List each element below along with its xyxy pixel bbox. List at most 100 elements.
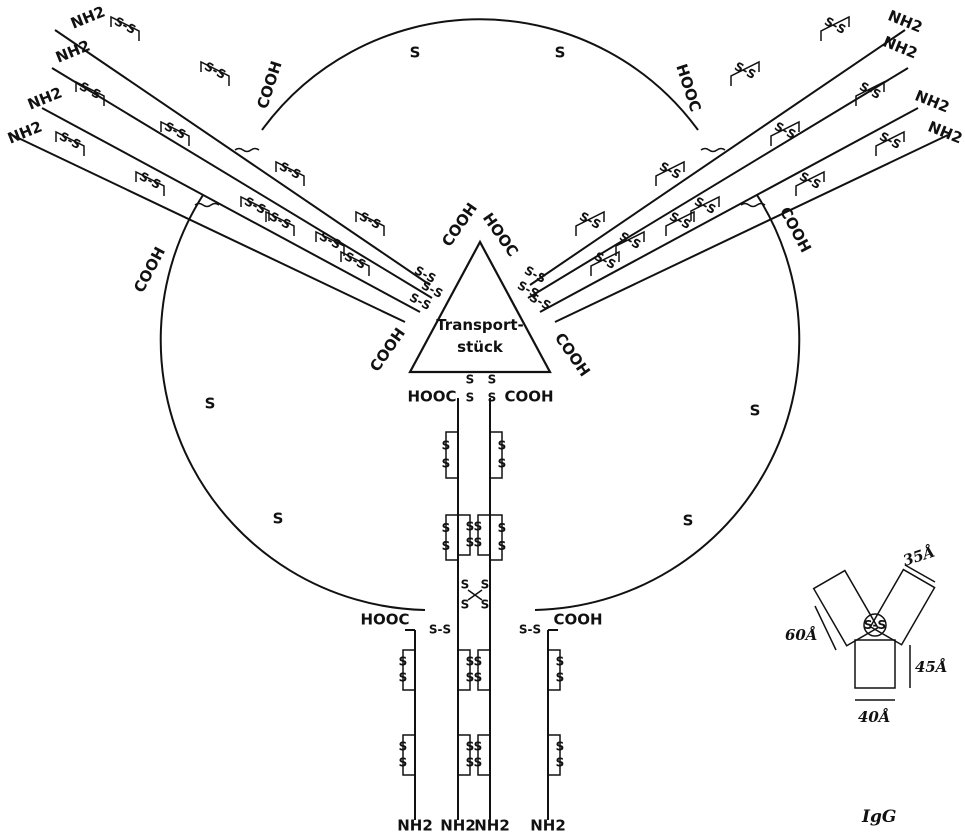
loop-8-s2: S (399, 671, 408, 685)
loop-3-s2: S (498, 539, 507, 553)
arm-nterm-2: NH2 (53, 37, 93, 67)
arm-loop-1-label: S-S (732, 59, 758, 82)
ring-sulfur-5: S (273, 510, 284, 528)
arm-chain-1 (55, 30, 430, 285)
arm-hinge-ss-2: S-S (527, 290, 553, 313)
arm-nterm-4: NH2 (5, 118, 45, 148)
loop-9-s2: S (556, 671, 565, 685)
top-s3: S (488, 373, 497, 387)
transport-label-line2: stück (457, 338, 504, 356)
loop-7-s1: S (474, 740, 483, 754)
arm-chain-3 (540, 108, 918, 312)
arm-cterm-4: COOH (551, 329, 594, 380)
hl-bond-right: S-S (519, 623, 541, 637)
inset-dim-60: 60Å (785, 626, 818, 644)
loop-7-s2: S (474, 756, 483, 770)
arm-cterm-1: COOH (253, 59, 285, 111)
arm-loop-0-label: S-S (822, 14, 848, 37)
loop-2-s1: S (442, 521, 451, 535)
arm-loop-3-label: S-S (162, 119, 188, 142)
igg-monomer-bottom: SSSSSSSSSSSSSSSSSSSSSSSSSSSSSSSSS-SS-SSS… (360, 373, 602, 835)
arm-loop-3-label: S-S (772, 119, 798, 142)
loop-0-s1: S (442, 438, 451, 452)
bottom-nterm-4: NH2 (530, 817, 566, 835)
inset-dim-line-60 (815, 606, 836, 650)
loop-9-s1: S (556, 655, 565, 669)
bottom-cterm-right: COOH (504, 388, 553, 406)
arm-loop-4-label: S-S (57, 129, 83, 152)
transport-piece: Transport- stück (410, 242, 550, 372)
bottom-light-cterm-right: COOH (553, 611, 602, 629)
bottom-nterm-2: NH2 (440, 817, 476, 835)
loop-1-s1: S (498, 438, 507, 452)
transport-label-line1: Transport- (436, 316, 524, 334)
loop-5-s2: S (474, 671, 483, 685)
loop-8-s1: S (399, 655, 408, 669)
inset-fab-right (870, 570, 934, 645)
arm-nterm-1: NH2 (885, 7, 925, 37)
ring-sulfur-1: S (410, 44, 421, 62)
arm-nterm-3: NH2 (912, 87, 952, 117)
loop-3-s1: S (498, 521, 507, 535)
arm-loop-6-label: S-S (657, 159, 683, 182)
loop-2-s2: S (442, 539, 451, 553)
hinge-s1: S (461, 578, 470, 592)
ring-arc-top (262, 19, 698, 130)
arm-chain-2 (52, 68, 432, 298)
loop-extra-13-s2: S (474, 536, 483, 550)
arm-loop-9-label: S-S (342, 249, 368, 272)
arm-loop-2-label: S-S (77, 79, 103, 102)
igg-inset: S-S 60Å 35Å 45Å 40Å IgG (785, 543, 948, 827)
arm-cterm-4: COOH (366, 324, 409, 375)
arm-loop-5-label: S-S (137, 169, 163, 192)
top-s1: S (466, 373, 475, 387)
bottom-cterm-left: HOOC (407, 388, 456, 406)
inset-dim-45: 45Å (915, 658, 948, 676)
hinge-s2: S (481, 578, 490, 592)
inset-dim-35: 35Å (901, 543, 937, 570)
arm-loop-10-label: S-S (692, 194, 718, 217)
arm-chain-1 (530, 30, 905, 285)
arm-loop-7-label: S-S (357, 209, 383, 232)
top-s4: S (488, 391, 497, 405)
loop-extra-13-s1: S (474, 520, 483, 534)
ring-sulfur-4: S (750, 402, 761, 420)
loop-11-s2: S (556, 756, 565, 770)
inset-dim-40: 40Å (858, 708, 891, 726)
arm-loop-6-label: S-S (277, 159, 303, 182)
bottom-light-cterm-left: HOOC (360, 611, 409, 629)
arm-loop-4-label: S-S (877, 129, 903, 152)
arm-loop-7-label: S-S (577, 209, 603, 232)
loop-5-s1: S (474, 655, 483, 669)
inset-hinge-label: S-S (864, 618, 886, 632)
arm-loop-2-label: S-S (857, 79, 883, 102)
hl-bond-left: S-S (429, 623, 451, 637)
arm-loop-11-label: S-S (317, 229, 343, 252)
top-s2: S (466, 391, 475, 405)
loop-0-s2: S (442, 457, 451, 471)
arm-chain-2 (528, 68, 908, 298)
inset-fc-block (855, 640, 895, 688)
arm-loop-9-label: S-S (592, 249, 618, 272)
ring-sulfur-2: S (555, 44, 566, 62)
arm-loop-5-label: S-S (797, 169, 823, 192)
loop-10-s1: S (399, 740, 408, 754)
arm-nterm-2: NH2 (880, 33, 920, 63)
arm-cterm-3: COOH (438, 199, 481, 250)
arm-nterm-1: NH2 (68, 3, 108, 33)
loop-11-s1: S (556, 740, 565, 754)
arm-loop-11-label: S-S (617, 229, 643, 252)
ring-sulfur-6: S (683, 512, 694, 530)
bottom-nterm-1: NH2 (397, 817, 433, 835)
arm-loop-1-label: S-S (202, 59, 228, 82)
inset-caption: IgG (861, 807, 896, 827)
arm-cterm-2: COOH (776, 204, 815, 256)
arm-cterm-2: COOH (130, 244, 169, 296)
arm-loop-8-label: S-S (667, 209, 693, 232)
arm-loop-0-label: S-S (112, 14, 138, 37)
bottom-nterm-3: NH2 (474, 817, 510, 835)
ring-sulfur-3: S (205, 395, 216, 413)
loop-10-s2: S (399, 756, 408, 770)
